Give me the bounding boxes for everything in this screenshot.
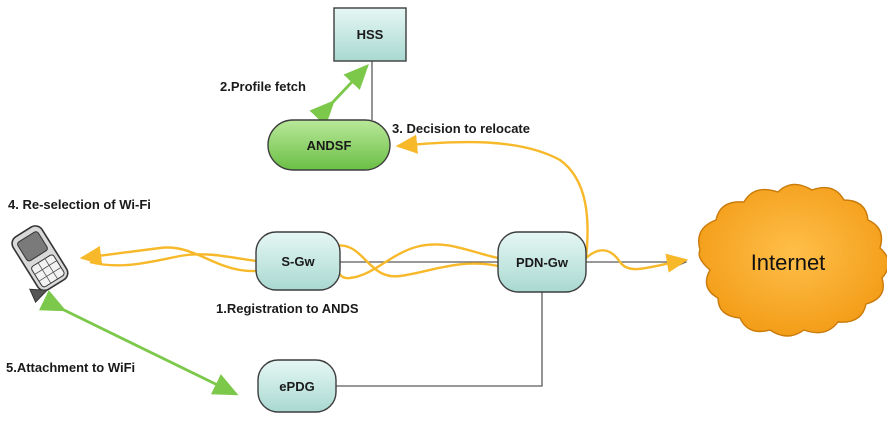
step-decision-label: 3. Decision to relocate bbox=[392, 121, 530, 136]
hss-node: HSS bbox=[333, 7, 407, 62]
step-registration-label: 1.Registration to ANDS bbox=[216, 301, 359, 316]
step-attachment-label: 5.Attachment to WiFi bbox=[6, 360, 135, 375]
epdg-label: ePDG bbox=[279, 379, 314, 394]
sgw-node: S-Gw bbox=[255, 231, 341, 291]
hss-label: HSS bbox=[357, 27, 384, 42]
pdngw-node: PDN-Gw bbox=[497, 231, 587, 293]
profile-fetch-arrow bbox=[309, 63, 369, 126]
signal-paths bbox=[79, 134, 689, 280]
internet-label: Internet bbox=[751, 250, 826, 275]
sgw-label: S-Gw bbox=[281, 254, 315, 269]
links bbox=[336, 60, 688, 387]
andsf-label: ANDSF bbox=[307, 138, 352, 153]
andsf-node: ANDSF bbox=[267, 119, 391, 171]
step-profile-fetch-label: 2.Profile fetch bbox=[220, 79, 306, 94]
internet-cloud: Internet bbox=[698, 183, 887, 337]
attachment-arrow bbox=[38, 290, 239, 396]
signal-path-decision bbox=[395, 134, 589, 259]
green-arrows bbox=[38, 63, 369, 396]
link-pdngw-epdg bbox=[336, 292, 543, 387]
pdngw-label: PDN-Gw bbox=[516, 255, 569, 270]
mobile-phone-icon bbox=[11, 225, 69, 304]
signal-path-internet bbox=[583, 249, 689, 273]
epdg-node: ePDG bbox=[257, 359, 337, 413]
step-reselection-label: 4. Re-selection of Wi-Fi bbox=[8, 197, 151, 212]
